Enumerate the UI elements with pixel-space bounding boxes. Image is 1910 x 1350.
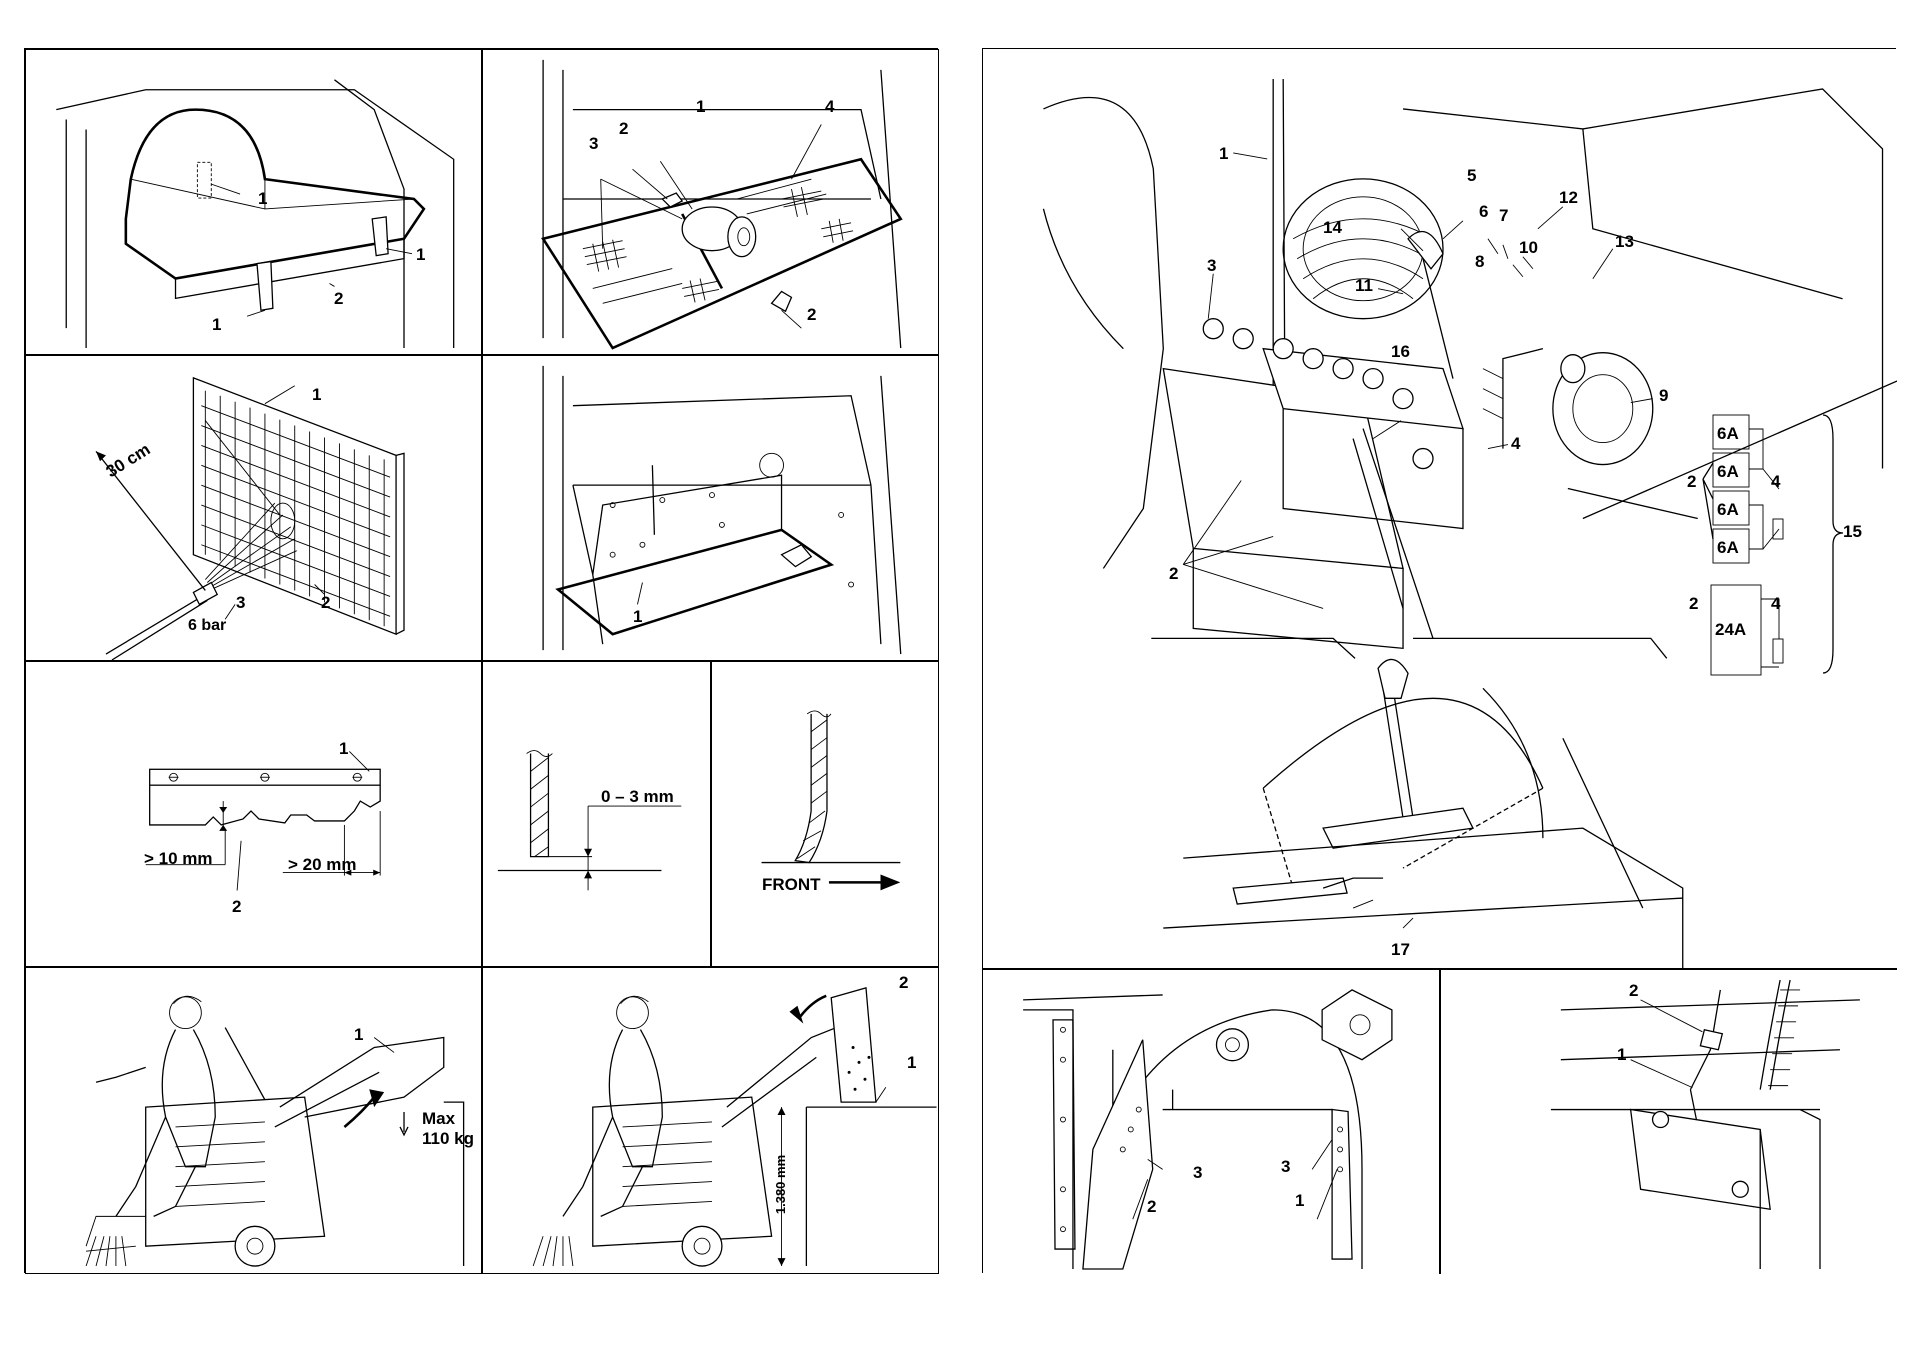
callout-12: 12 <box>1559 189 1578 206</box>
callout-2: 2 <box>899 974 908 991</box>
cable-drawing <box>1441 970 1897 1274</box>
callout-1: 1 <box>258 190 267 207</box>
fuse-6a: 6A <box>1717 501 1739 518</box>
callout-4: 4 <box>1511 435 1520 452</box>
fuse-6a: 6A <box>1717 463 1739 480</box>
dimension-10mm: > 10 mm <box>144 850 213 867</box>
callout-4: 4 <box>825 98 834 115</box>
dimension-20mm: > 20 mm <box>288 856 357 873</box>
callout-10: 10 <box>1519 239 1538 256</box>
filter-box-drawing <box>483 50 938 354</box>
callout-3: 3 <box>236 594 245 611</box>
callout-2: 2 <box>334 290 343 307</box>
panel-filter-clean: 1 30 cm 6 bar 3 2 <box>25 355 482 661</box>
weight-label: 110 kg <box>422 1130 474 1147</box>
gap-drawing <box>483 662 710 966</box>
callout-14: 14 <box>1323 219 1342 236</box>
filter-clean-drawing <box>26 356 481 660</box>
side-flap-drawing <box>983 970 1439 1274</box>
left-sheet: 1 1 1 2 <box>24 48 938 1273</box>
callout-1: 1 <box>633 608 642 625</box>
callout-2: 2 <box>1687 473 1696 490</box>
callout-3: 3 <box>589 135 598 152</box>
panel-squeegee: 1 > 10 mm > 20 mm 2 <box>25 661 482 967</box>
callout-1: 1 <box>416 246 425 263</box>
callout-5: 5 <box>1467 167 1476 184</box>
front-drawing <box>712 662 938 966</box>
right-sheet: 6A 6A 6A 6A 24A 2 4 2 4 15 1 2 3 4 5 6 7… <box>982 48 1896 1273</box>
callout-2: 2 <box>1689 595 1698 612</box>
callout-1: 1 <box>696 98 705 115</box>
pressure-label: 6 bar <box>188 618 226 634</box>
callout-4: 4 <box>1771 473 1780 490</box>
filter-tray-drawing <box>483 356 938 660</box>
dimension-height: 1.380 mm <box>774 1155 787 1214</box>
fuse-24a: 24A <box>1715 621 1746 638</box>
panel-engine: 6A 6A 6A 6A 24A 2 4 2 4 15 1 2 3 4 5 6 7… <box>983 49 1897 969</box>
fuse-box-drawing <box>1683 409 1883 689</box>
callout-1: 1 <box>1219 145 1228 162</box>
callout-2: 2 <box>1147 1198 1156 1215</box>
panel-cable: 2 1 <box>1440 969 1897 1274</box>
squeegee-drawing <box>26 662 481 966</box>
callout-11: 11 <box>1355 277 1373 294</box>
callout-16: 16 <box>1391 343 1410 360</box>
callout-2: 2 <box>619 120 628 137</box>
callout-1: 1 <box>1295 1192 1304 1209</box>
callout-17: 17 <box>1391 941 1410 958</box>
hopper-dump-drawing <box>483 968 938 1273</box>
hopper-lift-drawing <box>26 968 481 1273</box>
callout-1: 1 <box>1617 1046 1626 1063</box>
panel-seat: 1 1 1 2 <box>25 49 482 355</box>
front-label: FRONT <box>762 876 821 893</box>
panel-hopper-lift: 1 Max 110 kg <box>25 967 482 1274</box>
callout-2: 2 <box>1629 982 1638 999</box>
callout-9: 9 <box>1659 387 1668 404</box>
callout-3: 3 <box>1207 257 1216 274</box>
panel-front: FRONT <box>711 661 939 967</box>
panel-hopper-dump: 2 1 1.380 mm <box>482 967 939 1274</box>
panel-filter-box: 1 2 3 4 2 <box>482 49 939 355</box>
callout-1: 1 <box>339 740 348 757</box>
callout-6: 6 <box>1479 203 1488 220</box>
callout-4: 4 <box>1771 595 1780 612</box>
callout-7: 7 <box>1499 207 1508 224</box>
callout-3: 3 <box>1193 1164 1202 1181</box>
callout-1: 1 <box>312 386 321 403</box>
callout-2: 2 <box>1169 565 1178 582</box>
max-label: Max <box>422 1110 455 1127</box>
dimension-gap: 0 – 3 mm <box>601 788 674 805</box>
callout-1: 1 <box>212 316 221 333</box>
fuse-6a: 6A <box>1717 539 1739 556</box>
fuse-box: 6A 6A 6A 6A 24A 2 4 2 4 15 <box>1683 409 1883 689</box>
callout-1: 1 <box>907 1054 916 1071</box>
callout-2: 2 <box>807 306 816 323</box>
callout-2: 2 <box>321 594 330 611</box>
callout-2: 2 <box>232 898 241 915</box>
fuse-6a: 6A <box>1717 425 1739 442</box>
callout-1: 1 <box>354 1026 363 1043</box>
panel-side-flap: 2 3 3 1 <box>983 969 1440 1274</box>
callout-3: 3 <box>1281 1158 1290 1175</box>
callout-13: 13 <box>1615 233 1634 250</box>
seat-drawing <box>26 50 481 354</box>
callout-8: 8 <box>1475 253 1484 270</box>
panel-gap: 0 – 3 mm <box>482 661 711 967</box>
panel-filter-tray: 1 <box>482 355 939 661</box>
callout-15: 15 <box>1843 523 1862 540</box>
